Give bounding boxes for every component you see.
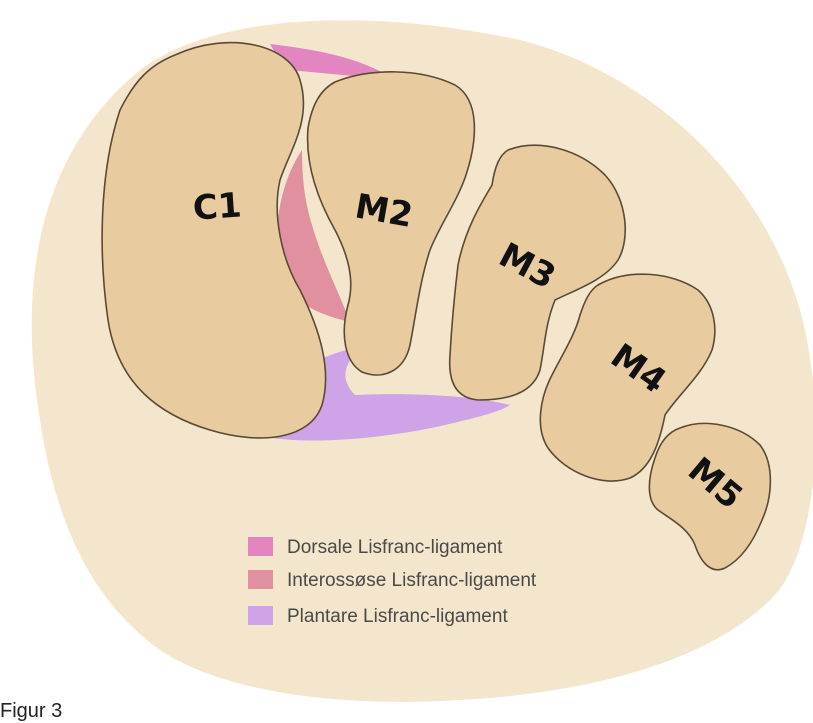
bone-label-c1: C1 [192, 185, 243, 228]
legend-label-dorsal: Dorsale Lisfranc-ligament [287, 537, 503, 558]
figure-caption: Figur 3 [0, 700, 62, 723]
legend: Dorsale Lisfranc-ligament Interossøse Li… [248, 537, 537, 627]
legend-label-plantar: Plantare Lisfranc-ligament [287, 606, 508, 627]
legend-swatch-dorsal [248, 537, 273, 556]
legend-swatch-plantar [248, 606, 273, 625]
legend-swatch-interosseous [248, 570, 273, 589]
legend-label-interosseous: Interossøse Lisfranc-ligament [287, 570, 537, 591]
